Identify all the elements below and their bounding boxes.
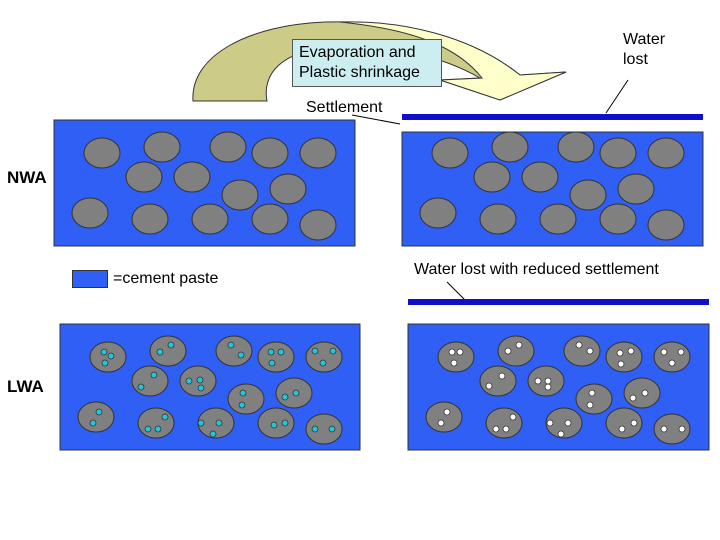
water-lost-label: Water lost [623,30,665,70]
settlement-label: Settlement [306,99,383,116]
water-lost-line1: Water [623,31,666,48]
lwa-settled-block [407,323,710,451]
nwa-settled-block [401,131,704,247]
water-layer-lwa [408,299,709,305]
lwa-fresh-block [59,323,361,451]
water-lost-pointer [605,79,629,114]
lwa-label: LWA [7,377,44,396]
water-filled-pores [89,341,337,438]
nwa-fresh-block [53,119,356,247]
evaporation-label-line1: Evaporation and [299,44,416,61]
water-lost-reduced-pointer [446,281,468,303]
evaporation-label-box: Evaporation and Plastic shrinkage [292,39,442,87]
evaporation-label-line2: Plastic shrinkage [299,64,420,81]
settlement-pointer [351,114,401,125]
cement-paste-legend-label: =cement paste [113,270,219,287]
water-lost-reduced-label: Water lost with reduced settlement [414,261,659,278]
nwa-label: NWA [7,168,47,187]
water-layer-nwa [402,114,703,120]
cement-paste-legend-swatch [72,270,108,288]
empty-pores [437,341,686,438]
water-lost-line2: lost [623,51,648,68]
